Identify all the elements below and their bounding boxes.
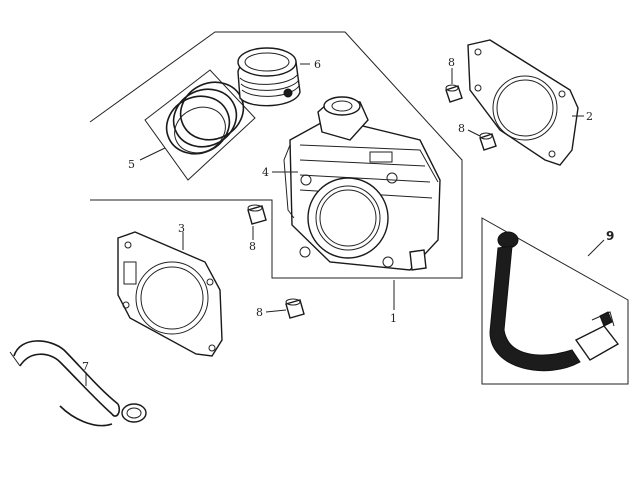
- dowel-pin-2: [479, 132, 497, 151]
- callout-8-left: 8: [249, 240, 256, 253]
- cylinder: [283, 96, 441, 271]
- oil-hose-group-outline: [481, 217, 629, 385]
- dowel-pin-3: [247, 204, 267, 225]
- dowel-pin-1: [445, 84, 463, 103]
- oil-hose-assembly: [489, 231, 620, 372]
- callout-9: 9: [606, 229, 614, 243]
- callout-1: 1: [390, 312, 397, 325]
- callout-8-gasket: 8: [458, 122, 465, 135]
- cylinder-group-outline: [89, 31, 463, 279]
- callout-2: 2: [586, 110, 593, 123]
- leader-lines: [85, 63, 605, 386]
- callout-6: 6: [314, 58, 321, 71]
- callout-8-top: 8: [448, 56, 455, 69]
- callout-8-bottom: 8: [256, 306, 263, 319]
- piston: [237, 47, 301, 107]
- cylinder-base-gasket: [117, 231, 223, 357]
- callout-7: 7: [82, 360, 89, 373]
- callout-3: 3: [178, 222, 185, 235]
- cylinder-head-gasket: [467, 39, 579, 166]
- dowel-pin-4: [285, 298, 305, 319]
- callout-5: 5: [128, 158, 135, 171]
- callout-4: 4: [262, 166, 269, 179]
- coolant-hose: [9, 340, 147, 427]
